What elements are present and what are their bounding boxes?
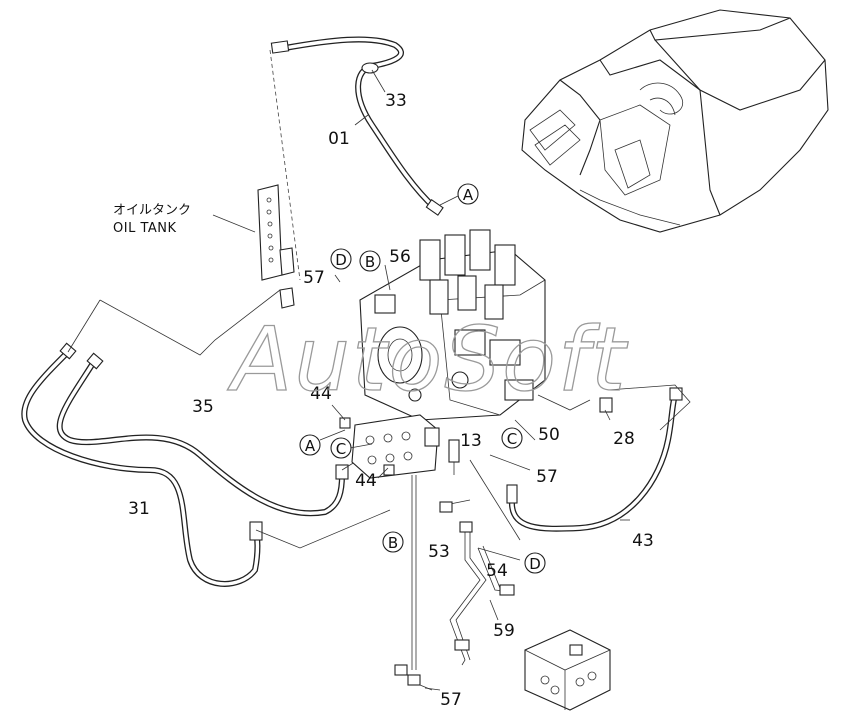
part-number-31: 31 (128, 499, 150, 519)
marker-b-bottom-circle (382, 531, 404, 553)
hose-31 (21, 342, 263, 587)
excavator-overview (521, 9, 829, 233)
part-number-44-top: 44 (310, 384, 332, 404)
oil-tank-bracket (212, 184, 295, 309)
part-number-43: 43 (632, 531, 654, 551)
marker-a-left: A (305, 437, 316, 455)
marker-c-left: C (336, 440, 346, 458)
marker-c-right: C (507, 430, 517, 448)
small-valve-block (524, 629, 611, 711)
marker-d-bottom: D (529, 555, 541, 573)
marker-d-top: D (335, 251, 347, 269)
marker-c-right-circle (501, 427, 523, 449)
part-number-01: 01 (328, 129, 350, 149)
part-number-53: 53 (428, 542, 450, 562)
part-number-57-bottom: 57 (440, 690, 462, 710)
manifold-block (339, 414, 440, 479)
part-number-44-mid: 44 (355, 471, 377, 491)
connection-markers: A D B A C C B D (299, 183, 546, 574)
pipe-13 (448, 439, 460, 475)
marker-a-top-circle (457, 183, 479, 205)
part-number-callouts: 33 01 56 57 44 35 13 50 28 57 44 31 43 5… (128, 91, 654, 710)
hose-01 (269, 36, 444, 281)
marker-b-top-circle (359, 250, 381, 272)
hose-35 (56, 352, 349, 517)
oil-tank-label: オイルタンク OIL TANK (113, 203, 191, 236)
part-number-28: 28 (613, 429, 635, 449)
oil-tank-label-ja: オイルタンク (113, 203, 191, 218)
pipes-lower (394, 475, 515, 691)
part-number-50: 50 (538, 425, 560, 445)
watermark: AutoSoft (227, 308, 629, 411)
part-number-13: 13 (460, 431, 482, 451)
control-valve (359, 229, 591, 421)
marker-b-top: B (365, 253, 375, 271)
hose-43 (506, 384, 691, 532)
marker-d-top-circle (330, 248, 352, 270)
marker-b-bottom: B (388, 534, 398, 552)
marker-d-bottom-circle (524, 552, 546, 574)
part-number-57-top: 57 (303, 268, 325, 288)
part-number-33: 33 (385, 91, 407, 111)
part-number-54: 54 (486, 561, 508, 581)
marker-a-left-circle (299, 434, 321, 456)
part-number-35: 35 (192, 397, 214, 417)
oil-tank-label-en: OIL TANK (113, 221, 177, 236)
marker-a-top: A (463, 186, 474, 204)
marker-c-left-circle (330, 437, 352, 459)
part-number-59: 59 (493, 621, 515, 641)
part-number-56: 56 (389, 247, 411, 267)
part-number-57-mid: 57 (536, 467, 558, 487)
leader-lines (319, 69, 630, 691)
